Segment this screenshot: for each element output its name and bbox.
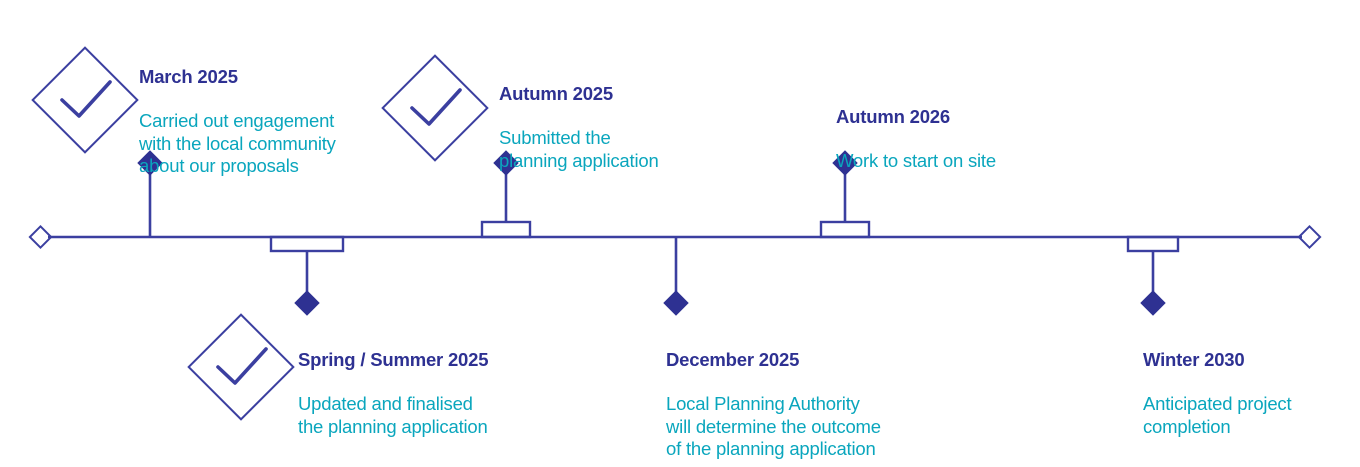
marker-spring-summer-2025 [294,290,320,316]
check-diamond-icon-march-2025 [31,46,139,154]
milestone-description-spring-summer-2025: Updated and finalised the planning appli… [298,392,488,437]
connector-spring-summer-2025 [269,235,345,316]
connector-autumn-2025 [480,150,532,239]
milestone-description-winter-2030: Anticipated project completion [1143,392,1292,437]
milestone-label-spring-summer-2025: Spring / Summer 2025 Updated and finalis… [298,329,558,458]
milestone-description-december-2025: Local Planning Authority will determine … [666,392,881,460]
axis-end-diamond-icon [1297,224,1322,250]
milestone-label-december-2025: December 2025 Local Planning Authority w… [666,329,941,467]
marker-autumn-2025 [493,150,519,176]
milestone-description-autumn-2025: Submitted the planning application [499,126,659,171]
connector-december-2025 [663,237,689,316]
milestone-label-winter-2030: Winter 2030 Anticipated project completi… [1143,329,1358,458]
milestone-description-march-2025: Carried out engagement with the local co… [139,109,336,177]
connector-winter-2030 [1126,235,1180,316]
milestone-title-march-2025: March 2025 [139,65,238,87]
marker-december-2025 [663,290,689,316]
milestone-label-autumn-2026: Autumn 2026 Work to start on site [836,86,1066,192]
axis-start-diamond-icon [28,224,53,250]
marker-autumn-2026 [832,150,858,176]
milestone-label-march-2025: March 2025 Carried out engagement with t… [139,46,391,198]
marker-winter-2030 [1140,290,1166,316]
milestone-description-autumn-2026: Work to start on site [836,149,996,171]
check-diamond-icon-spring-summer-2025 [187,313,295,421]
connector-autumn-2026 [819,150,871,239]
milestone-title-autumn-2026: Autumn 2026 [836,105,950,127]
milestone-title-winter-2030: Winter 2030 [1143,348,1245,370]
milestone-title-december-2025: December 2025 [666,348,800,370]
milestone-title-autumn-2025: Autumn 2025 [499,82,613,104]
milestone-label-autumn-2025: Autumn 2025 Submitted the planning appli… [499,63,719,192]
milestone-title-spring-summer-2025: Spring / Summer 2025 [298,348,489,370]
check-diamond-icon-autumn-2025 [381,54,489,162]
